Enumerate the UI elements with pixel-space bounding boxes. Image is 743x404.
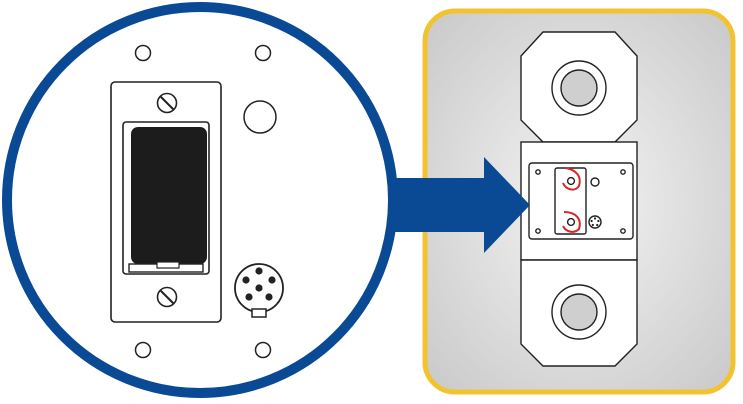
mini-round-cap (590, 177, 600, 187)
slotted-screw-icon (156, 286, 178, 308)
plate-hole (620, 228, 626, 234)
mounting-hole (254, 341, 272, 359)
right-arrow-icon (380, 157, 530, 253)
mini-screw-top (566, 176, 576, 186)
device-overview-panel (422, 8, 736, 395)
mini-screw-bottom (566, 217, 576, 227)
round-cap (243, 100, 277, 134)
bottom-shackle-hole-inner (560, 293, 598, 331)
zoom-detail-view (2, 2, 398, 398)
plate-hole (620, 169, 626, 175)
plate-hole (535, 169, 541, 175)
mounting-holes (134, 44, 272, 359)
top-shackle-hole-inner (560, 69, 598, 107)
highlight-bottom-screw (562, 211, 581, 233)
battery-terminal-tab (156, 261, 180, 269)
battery-icon (131, 127, 207, 264)
mounting-hole (254, 44, 272, 62)
mounting-hole (134, 44, 152, 62)
round-pin-connector-icon (234, 263, 284, 318)
mounting-hole (134, 341, 152, 359)
mini-connector-pins (590, 217, 600, 227)
screw-highlights (562, 167, 581, 233)
slotted-screw-icon (156, 92, 178, 114)
highlight-top-screw (562, 167, 581, 191)
connector-pins (242, 267, 276, 301)
load-link-device (520, 31, 638, 367)
plate-hole (535, 228, 541, 234)
